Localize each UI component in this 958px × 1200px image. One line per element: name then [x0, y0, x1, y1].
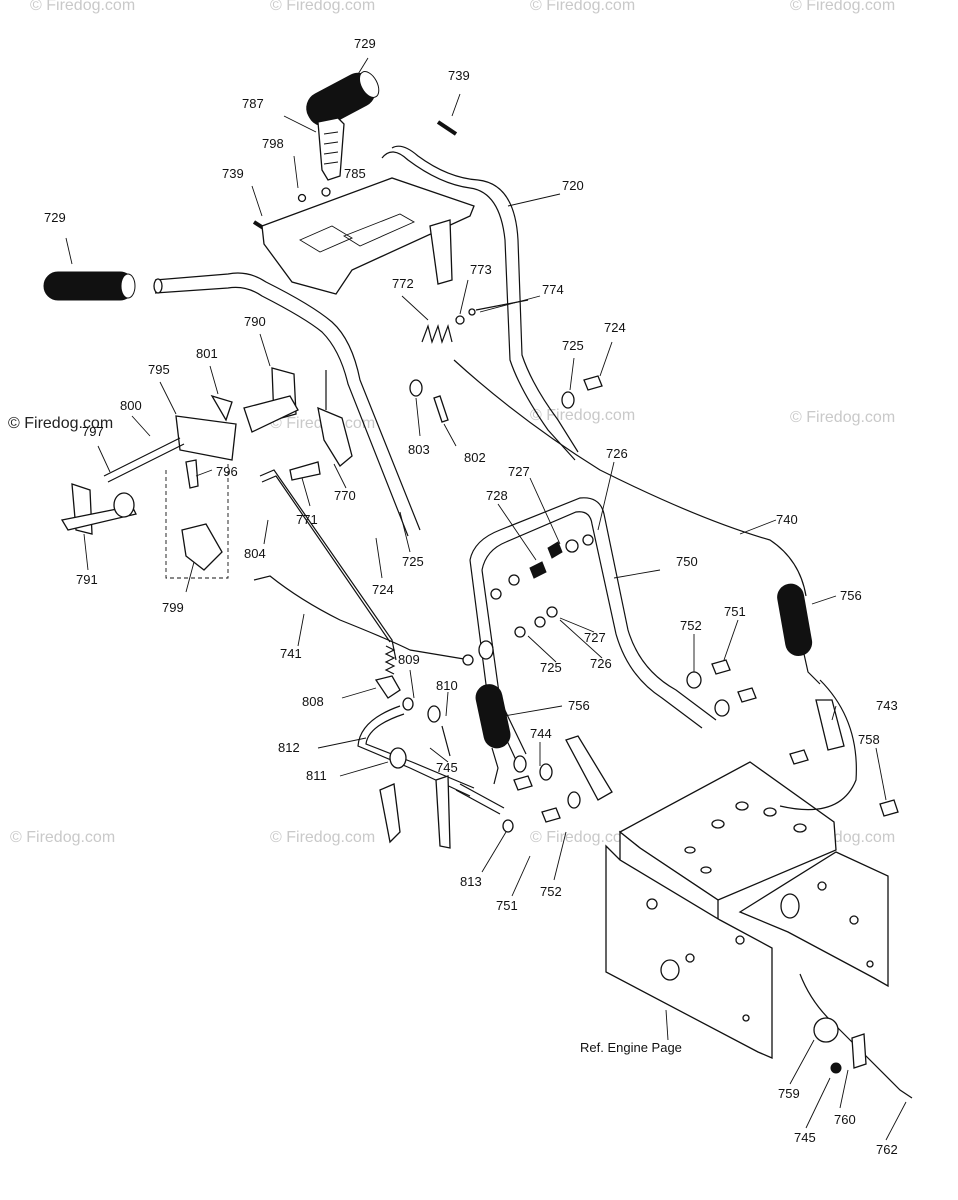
callout-810: 810 — [436, 678, 458, 693]
callout-728: 728 — [486, 488, 508, 503]
callout-808: 808 — [302, 694, 324, 709]
ref-engine-page-note: Ref. Engine Page — [580, 1040, 682, 1055]
callout-740: 740 — [776, 512, 798, 527]
upper-handle — [43, 71, 603, 537]
callout-787: 787 — [242, 96, 264, 111]
callout-729-left: 729 — [44, 210, 66, 225]
callout-751-top: 751 — [724, 604, 746, 619]
callout-797: 797 — [82, 424, 104, 439]
callout-809: 809 — [398, 652, 420, 667]
callout-724-mid: 724 — [372, 582, 394, 597]
watermark-top-4: © Firedog.com — [790, 0, 895, 14]
callout-762: 762 — [876, 1142, 898, 1157]
callout-741: 741 — [280, 646, 302, 661]
callout-773: 773 — [470, 262, 492, 277]
callout-743: 743 — [876, 698, 898, 713]
control-panel-785 — [261, 177, 475, 295]
callout-739-top: 739 — [448, 68, 470, 83]
callout-798: 798 — [262, 136, 284, 151]
watermark-mid-2: © Firedog.com — [530, 407, 635, 424]
callout-720: 720 — [562, 178, 584, 193]
watermark-low-1: © Firedog.com — [10, 829, 115, 846]
watermark-left: © Firedog.com — [8, 415, 113, 432]
grip-729-left — [43, 271, 136, 301]
callout-799: 799 — [162, 600, 184, 615]
callout-804: 804 — [244, 546, 266, 561]
watermarks: © Firedog.com © Firedog.com © Firedog.co… — [8, 0, 895, 846]
callout-800: 800 — [120, 398, 142, 413]
grip-729-right — [306, 71, 380, 127]
callout-803: 803 — [408, 442, 430, 457]
callout-725-top: 725 — [562, 338, 584, 353]
callout-750: 750 — [676, 554, 698, 569]
callout-812: 812 — [278, 740, 300, 755]
callout-751-low: 751 — [496, 898, 518, 913]
callout-744: 744 — [530, 726, 552, 741]
callout-772: 772 — [392, 276, 414, 291]
callout-labels: 729 739 787 798 785 739 720 729 773 772 … — [44, 36, 898, 1157]
callout-802: 802 — [464, 450, 486, 465]
callout-745-mid: 745 — [436, 760, 458, 775]
brackets-743-744 — [462, 640, 845, 823]
watermark-top-2: © Firedog.com — [270, 0, 375, 14]
callout-724-top: 724 — [604, 320, 626, 335]
callout-727-top: 727 — [508, 464, 530, 479]
callout-774: 774 — [542, 282, 564, 297]
callout-756-right: 756 — [840, 588, 862, 603]
leader-lines — [65, 57, 907, 1141]
callout-729-top: 729 — [354, 36, 376, 51]
callout-752-top: 752 — [680, 618, 702, 633]
callout-791: 791 — [76, 572, 98, 587]
callout-727-mid: 727 — [584, 630, 606, 645]
callout-790: 790 — [244, 314, 266, 329]
callout-752-low: 752 — [540, 884, 562, 899]
callout-725-low: 725 — [540, 660, 562, 675]
callout-756-left: 756 — [568, 698, 590, 713]
callout-726-low: 726 — [590, 656, 612, 671]
callout-758: 758 — [858, 732, 880, 747]
chassis-frame — [605, 679, 913, 1099]
callout-771: 771 — [296, 512, 318, 527]
lever-bracket-assembly — [60, 367, 299, 579]
callout-726-top: 726 — [606, 446, 628, 461]
watermark-top-1: © Firedog.com — [30, 0, 135, 14]
watermark-low-2: © Firedog.com — [270, 829, 375, 846]
callout-796: 796 — [216, 464, 238, 479]
callout-770: 770 — [334, 488, 356, 503]
lower-handle-750 — [453, 359, 807, 761]
grip-787 — [317, 117, 345, 181]
watermark-mid-3: © Firedog.com — [790, 409, 895, 426]
shift-rod-assembly — [357, 675, 514, 849]
callout-785: 785 — [344, 166, 366, 181]
callout-795: 795 — [148, 362, 170, 377]
callout-801: 801 — [196, 346, 218, 361]
shift-bracket-770 — [253, 370, 471, 675]
callout-745-bottom: 745 — [794, 1130, 816, 1145]
watermark-low-3: © Firedog.com — [530, 829, 635, 846]
callout-811: 811 — [306, 768, 327, 783]
callout-725-mid: 725 — [402, 554, 424, 569]
grips-756 — [475, 583, 821, 785]
callout-759: 759 — [778, 1086, 800, 1101]
pin-739-top — [436, 120, 458, 136]
callout-760: 760 — [834, 1112, 856, 1127]
watermark-top-3: © Firedog.com — [530, 0, 635, 14]
callout-813: 813 — [460, 874, 482, 889]
callout-739-left: 739 — [222, 166, 244, 181]
